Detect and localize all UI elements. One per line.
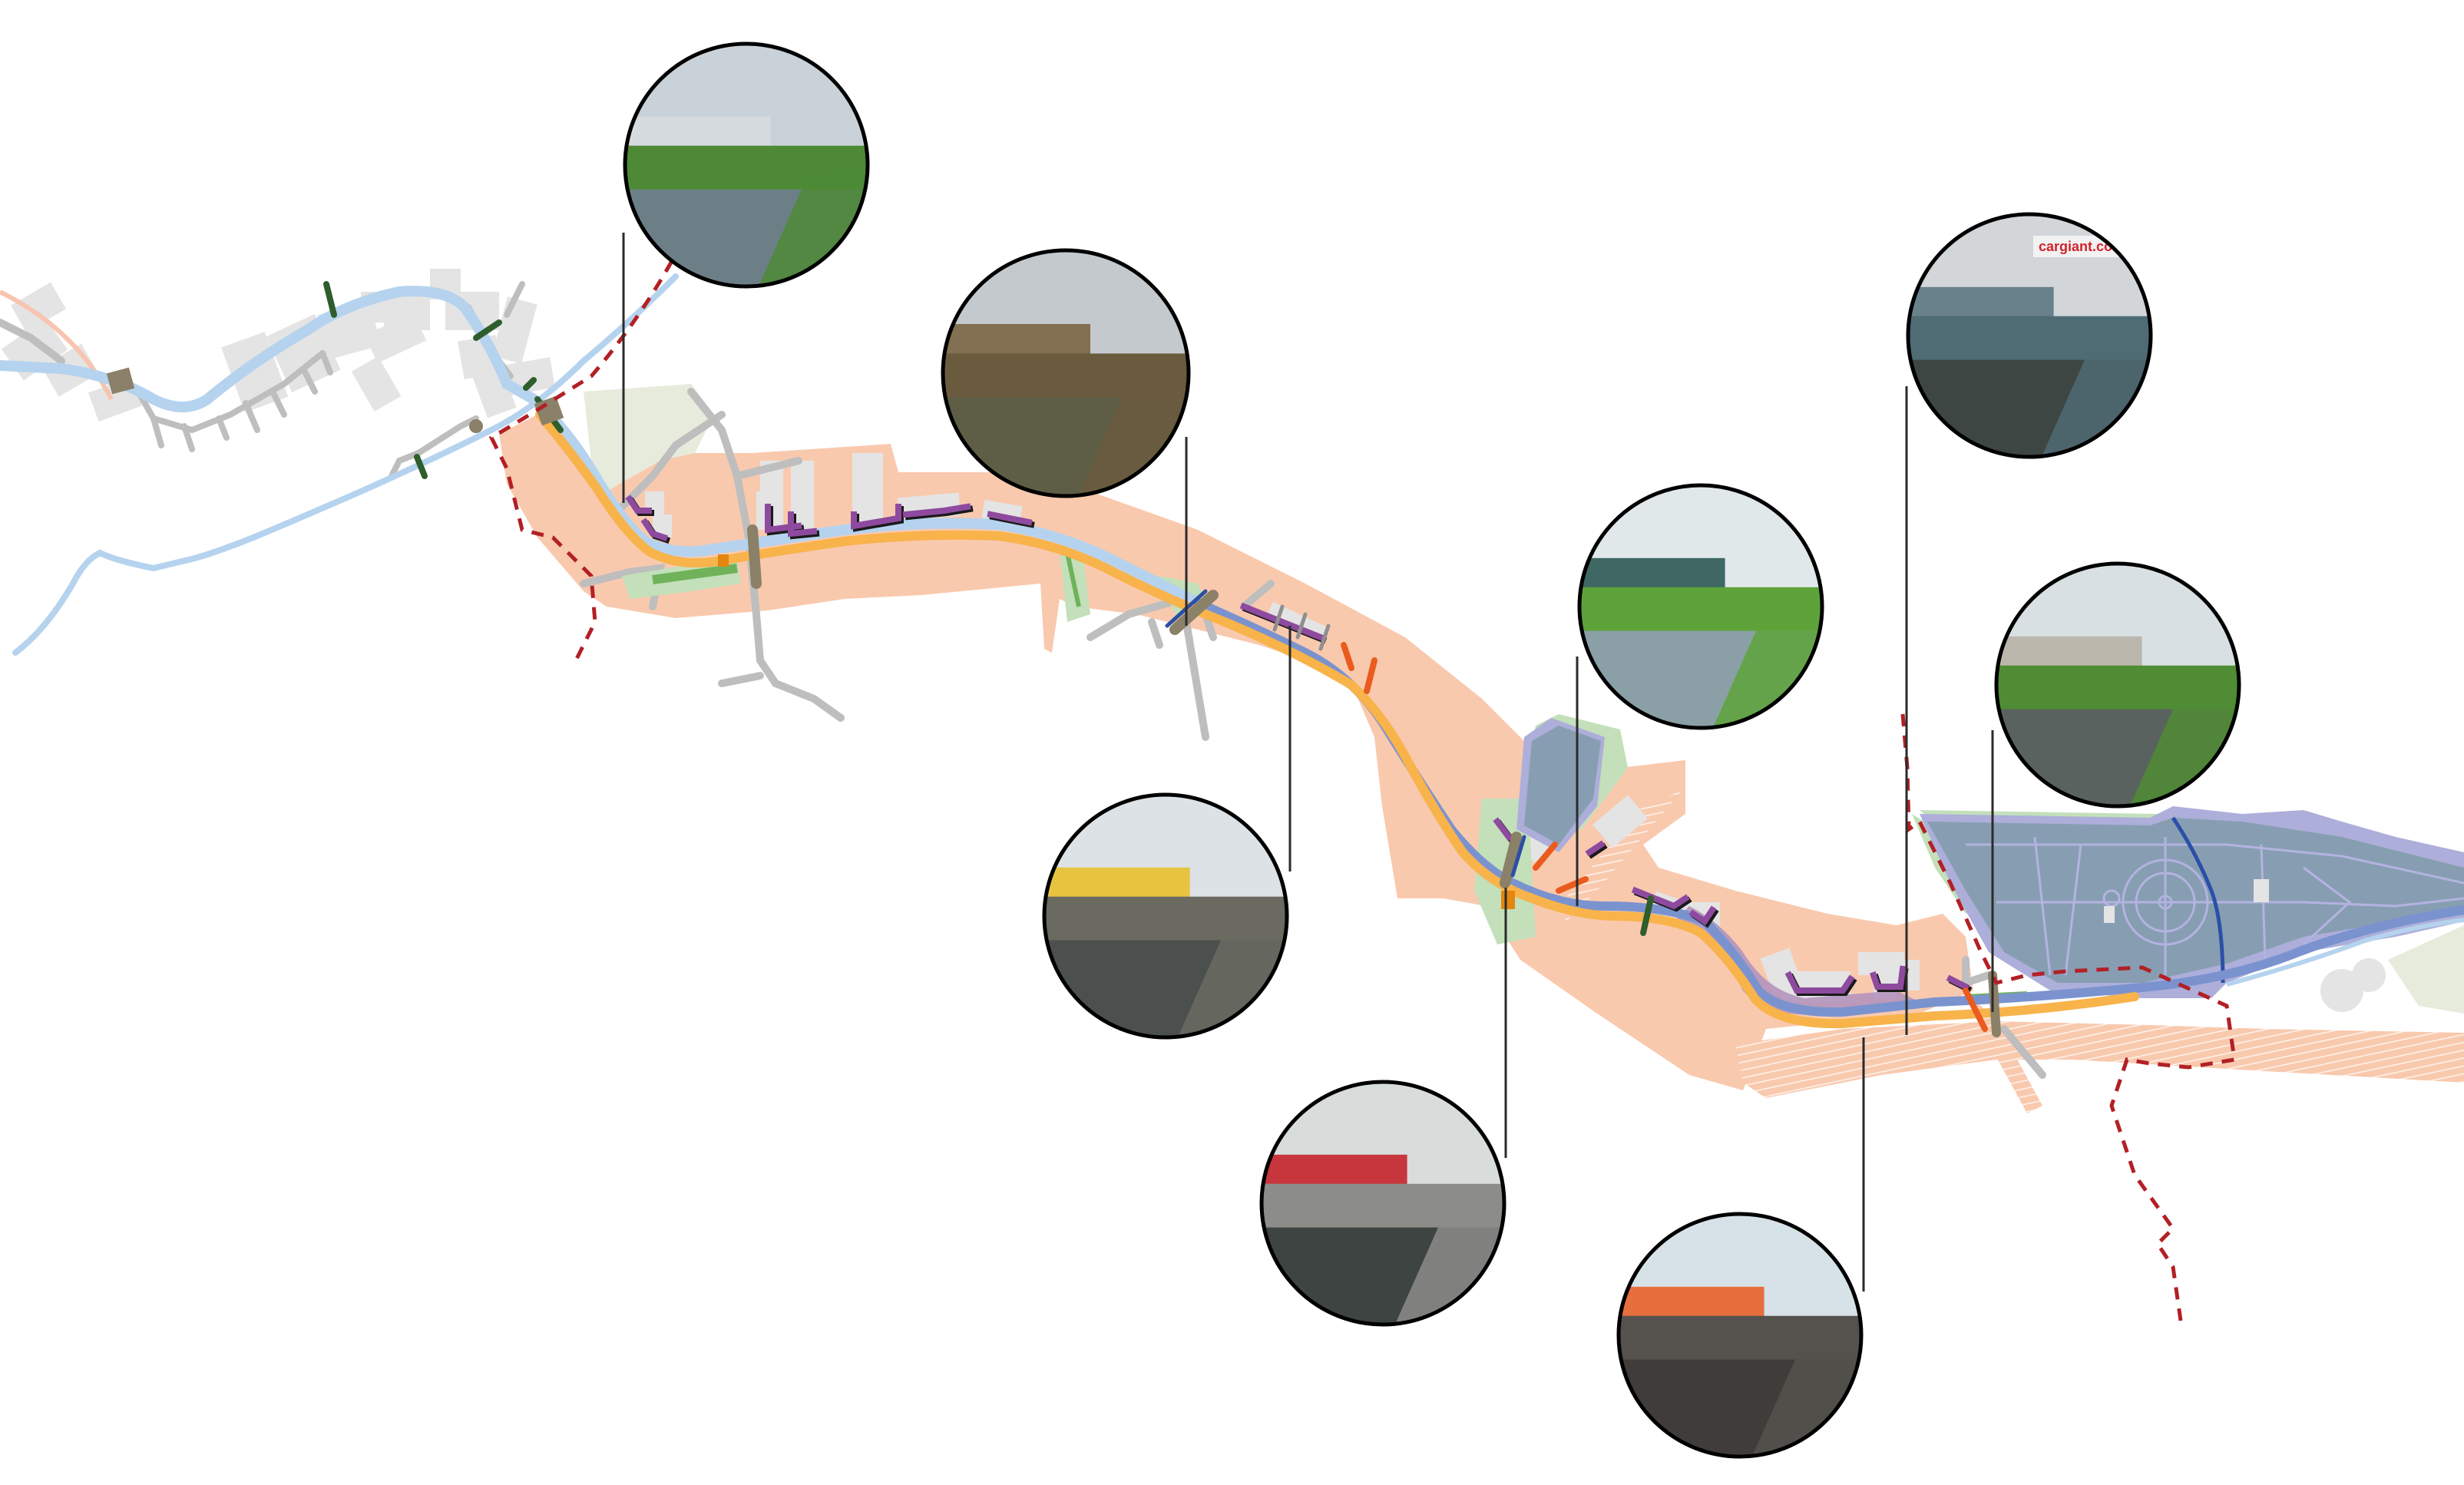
photo-frame xyxy=(1577,483,1824,730)
canal-west xyxy=(0,286,539,412)
leader-lines xyxy=(622,233,1994,1292)
west-railway xyxy=(0,289,114,401)
locks xyxy=(106,367,1515,909)
railway-north-spur xyxy=(1559,791,1682,921)
canal-branch-southwest xyxy=(12,273,679,656)
railway-lands xyxy=(1735,1021,2464,1098)
photo-frame xyxy=(1616,1212,1864,1459)
railway-spur xyxy=(1973,998,2042,1113)
canal-frontages xyxy=(625,494,1973,996)
east-open-land xyxy=(2320,925,2464,1014)
photo-frame xyxy=(1259,1080,1507,1327)
photo-frame xyxy=(1994,561,2241,809)
photo-frame xyxy=(1042,792,1289,1040)
photo-frame xyxy=(941,248,1191,498)
canal-east-edge xyxy=(2226,918,2464,987)
photo-frame xyxy=(1906,212,2153,459)
park xyxy=(1920,806,2464,998)
study-area-corridor xyxy=(499,415,1973,1090)
north-site-block xyxy=(1516,714,1628,852)
park-stream xyxy=(2171,816,2225,984)
photo-frame xyxy=(623,41,870,289)
open-land-north xyxy=(584,384,714,507)
boundary-dashed xyxy=(488,260,2237,1321)
